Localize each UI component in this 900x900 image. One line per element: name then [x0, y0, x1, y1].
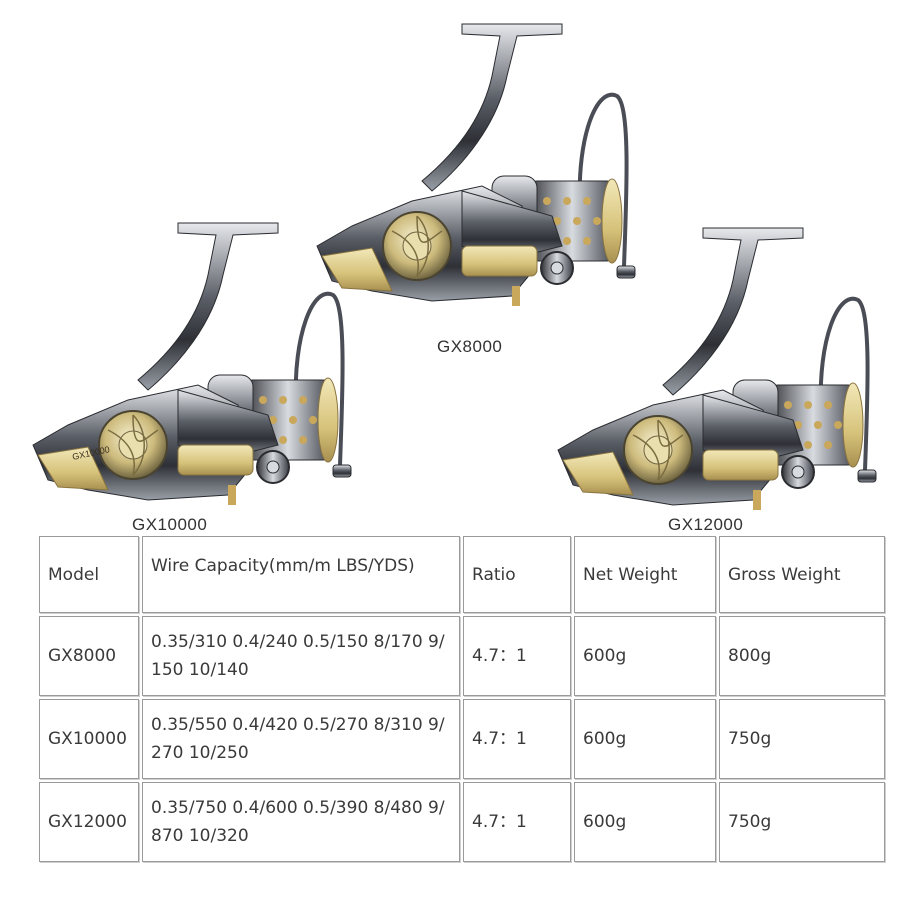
- cell-model: GX8000: [39, 616, 139, 696]
- cell-model: GX12000: [39, 782, 139, 862]
- reel-image-gx10000: GX10000: [28, 215, 358, 525]
- header-wire-capacity: Wire Capacity(mm/m LBS/YDS): [142, 536, 460, 613]
- cell-gross-weight: 750g: [719, 699, 885, 779]
- cell-wire-capacity: 0.35/550 0.4/420 0.5/270 8/310 9/270 10/…: [142, 699, 460, 779]
- header-model: Model: [39, 536, 139, 613]
- cell-net-weight: 600g: [574, 699, 716, 779]
- cell-net-weight: 600g: [574, 782, 716, 862]
- header-wire-capacity-text: Wire Capacity(mm/m LBS/YDS): [151, 555, 415, 576]
- cell-gross-weight: 750g: [719, 782, 885, 862]
- table-row: GX10000 0.35/550 0.4/420 0.5/270 8/310 9…: [39, 699, 885, 779]
- cell-ratio: 4.7：1: [463, 782, 571, 862]
- reel-image-gx12000: [553, 220, 883, 530]
- header-ratio: Ratio: [463, 536, 571, 613]
- table-header-row: Model Wire Capacity(mm/m LBS/YDS) Ratio …: [39, 536, 885, 613]
- table-row: GX8000 0.35/310 0.4/240 0.5/150 8/170 9/…: [39, 616, 885, 696]
- table-row: GX12000 0.35/750 0.4/600 0.5/390 8/480 9…: [39, 782, 885, 862]
- reel-label-gx12000: GX12000: [668, 515, 744, 534]
- cell-gross-weight: 800g: [719, 616, 885, 696]
- reel-label-gx8000: GX8000: [437, 337, 503, 356]
- reel-label-gx10000: GX10000: [132, 515, 208, 534]
- cell-ratio: 4.7：1: [463, 699, 571, 779]
- cell-ratio: 4.7：1: [463, 616, 571, 696]
- cell-wire-capacity: 0.35/310 0.4/240 0.5/150 8/170 9/150 10/…: [142, 616, 460, 696]
- spec-table: Model Wire Capacity(mm/m LBS/YDS) Ratio …: [36, 533, 888, 865]
- cell-model: GX10000: [39, 699, 139, 779]
- header-gross-weight: Gross Weight: [719, 536, 885, 613]
- cell-net-weight: 600g: [574, 616, 716, 696]
- header-net-weight: Net Weight: [574, 536, 716, 613]
- cell-wire-capacity: 0.35/750 0.4/600 0.5/390 8/480 9/870 10/…: [142, 782, 460, 862]
